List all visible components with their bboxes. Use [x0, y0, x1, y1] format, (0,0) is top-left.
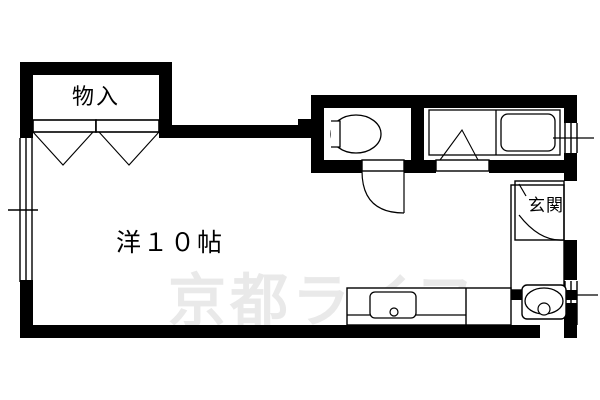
window-right-upper[interactable]	[553, 123, 594, 153]
kitchen-sink-drain	[389, 307, 399, 317]
toilet-door-swing-arc	[361, 170, 405, 214]
entrance-room: 玄関	[510, 180, 565, 291]
wall-bath-bottom-a	[424, 160, 436, 173]
main-room-label: 洋１０帖	[116, 228, 224, 257]
wall-main-top	[159, 125, 311, 138]
wall-toilet-right	[411, 95, 424, 173]
toilet-tank	[331, 120, 341, 148]
closet-door-swing-right	[98, 131, 160, 166]
toilet-swing-door[interactable]	[361, 159, 405, 172]
closet-door-swing-left	[32, 131, 94, 166]
kitchen-sink-fixture	[369, 291, 417, 319]
wall-toilet-bottom-right	[404, 160, 424, 173]
wall-right-wet-lower	[564, 153, 577, 173]
wall-wet-top	[311, 95, 577, 108]
closet-interior	[33, 75, 159, 120]
wall-bath-bottom-b	[489, 160, 577, 173]
entrance-interior	[511, 181, 564, 289]
wall-left-lower	[20, 280, 33, 338]
bath-door-swing	[439, 128, 479, 161]
wall-group	[20, 62, 577, 338]
bath-door[interactable]	[435, 159, 490, 172]
window-left-wall[interactable]	[8, 138, 38, 282]
wall-bottom	[20, 325, 540, 338]
wall-right-wet-upper	[564, 95, 577, 123]
closet-room: 物入	[32, 75, 160, 166]
wall-toilet-left	[311, 95, 324, 173]
closet-label: 物入	[72, 85, 120, 110]
kitchen-area	[346, 284, 567, 326]
wall-right-genkan-top	[564, 173, 577, 181]
wall-closet-left	[20, 62, 33, 138]
wall-toilet-stub	[298, 119, 312, 131]
wash-basin-drain	[537, 302, 551, 316]
closet-bifold-door-left[interactable]	[32, 119, 97, 133]
wall-closet-right	[159, 62, 172, 138]
closet-bifold-door-right[interactable]	[95, 119, 160, 133]
bath-room	[424, 108, 564, 172]
entrance-swing-door[interactable]	[518, 214, 565, 241]
wall-closet-top	[20, 62, 172, 75]
toilet-room	[324, 108, 411, 214]
wall-toilet-bottom-left	[311, 160, 362, 173]
wall-right-genkan-bottom	[564, 240, 577, 280]
entrance-label: 玄関	[528, 196, 564, 216]
wall-left-upper-stub	[20, 120, 33, 138]
bathtub-fixture	[500, 113, 556, 152]
entrance-hinge-mark	[518, 183, 527, 197]
